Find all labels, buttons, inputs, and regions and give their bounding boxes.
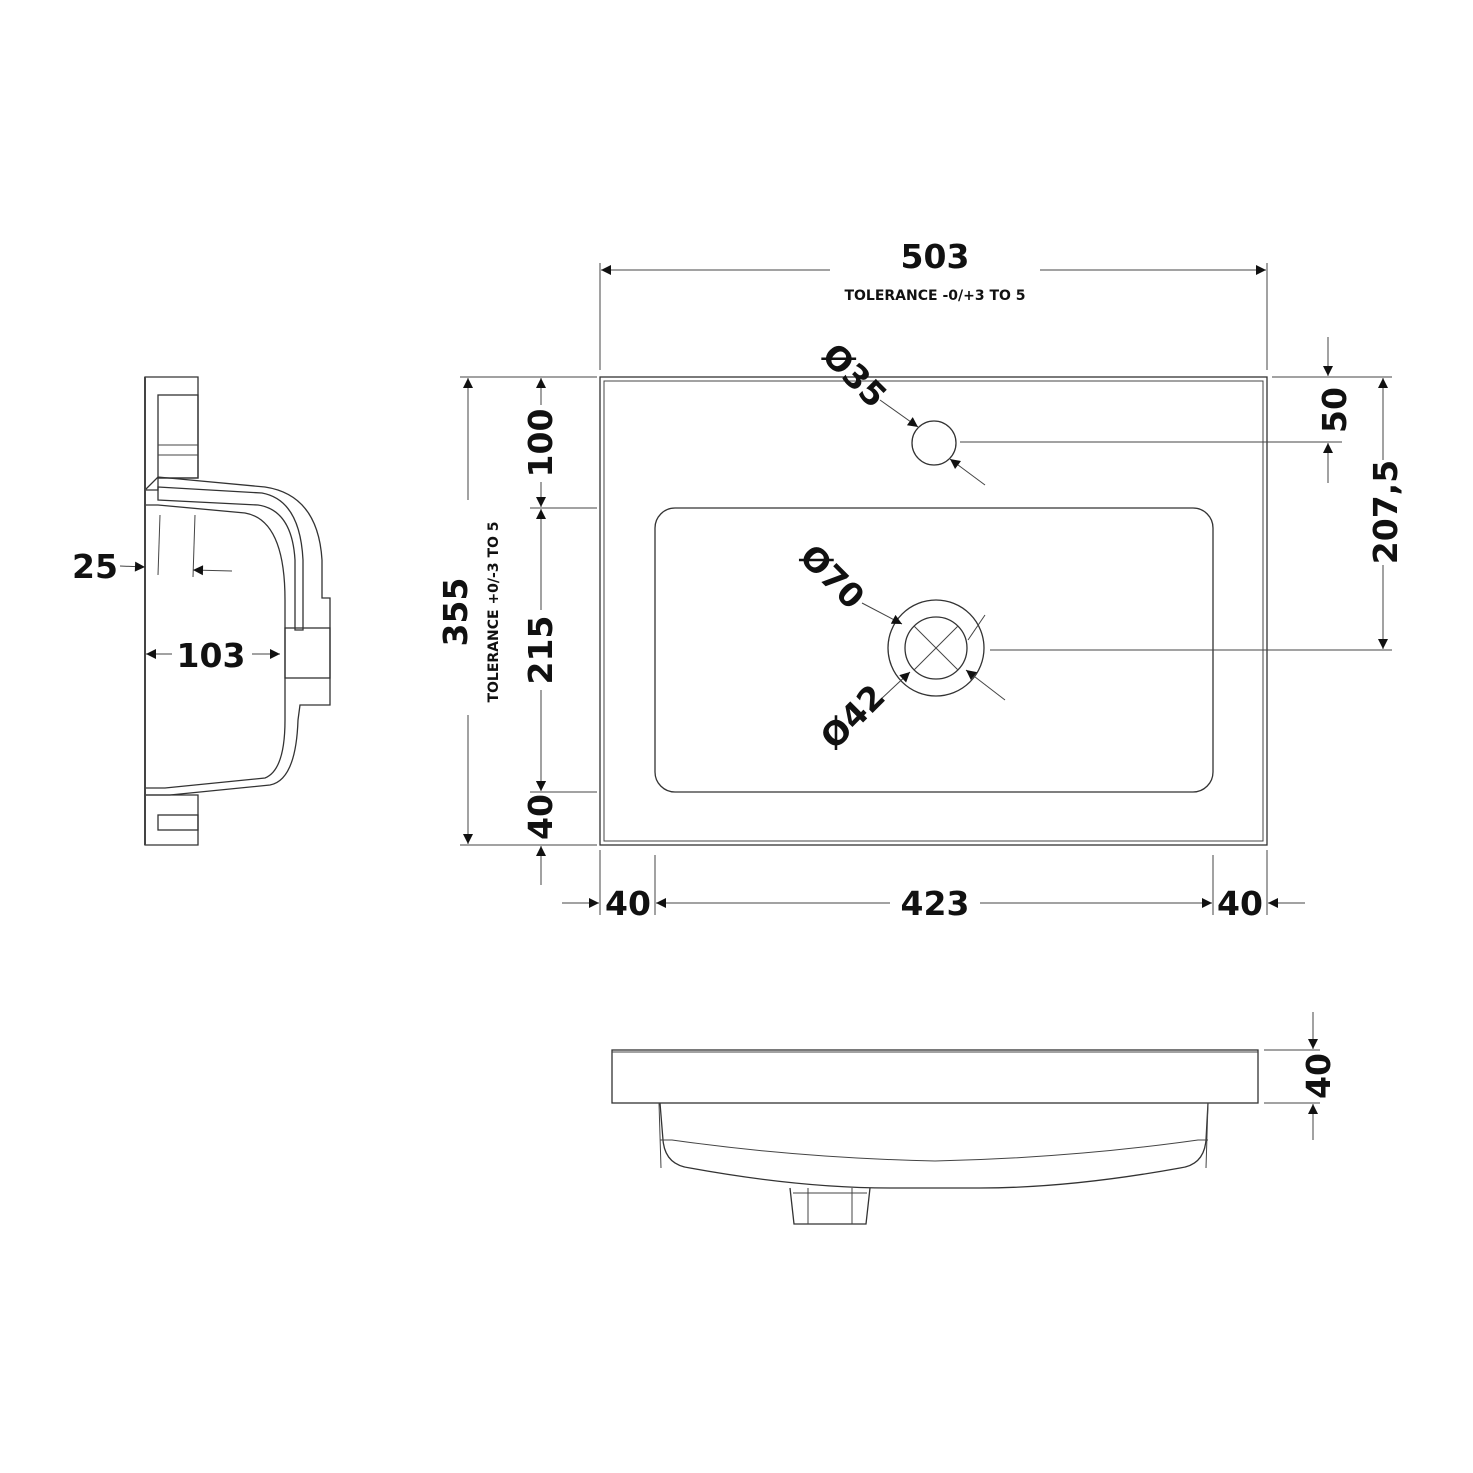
right-margin-dimension: 40 bbox=[1217, 884, 1263, 923]
basin-outline bbox=[599, 376, 1268, 846]
waste-outer bbox=[887, 599, 985, 697]
thickness-dimension: 40 bbox=[1299, 1053, 1338, 1099]
depth-dimension: 355 bbox=[436, 578, 475, 647]
waste-inner-diameter: Ø42 bbox=[813, 677, 893, 757]
waste-inner bbox=[904, 616, 968, 680]
depth-tolerance: TOLERANCE +0/-3 TO 5 bbox=[486, 521, 502, 702]
section-bowl-dimension: 103 bbox=[177, 636, 246, 675]
tap-hole bbox=[911, 420, 957, 466]
tap-hole-diameter: Ø35 bbox=[815, 335, 895, 415]
bowl-width-dimension: 423 bbox=[901, 884, 970, 923]
width-dimension: 503 bbox=[901, 237, 970, 276]
front-slab bbox=[611, 1049, 1259, 1104]
tap-hole-offset: 50 bbox=[1315, 387, 1354, 433]
width-tolerance: TOLERANCE -0/+3 TO 5 bbox=[844, 288, 1025, 304]
section-view: 25 103 bbox=[72, 376, 331, 846]
front-margin-dimension: 40 bbox=[521, 794, 560, 840]
top-view: 503 TOLERANCE -0/+3 TO 5 Ø35 Ø70 Ø42 50 … bbox=[436, 237, 1405, 923]
front-view: 40 bbox=[611, 1012, 1338, 1225]
waste-outer-diameter: Ø70 bbox=[792, 537, 872, 617]
back-margin-dimension: 100 bbox=[521, 409, 560, 478]
section-wall-dimension: 25 bbox=[72, 547, 118, 586]
waste-offset: 207,5 bbox=[1366, 460, 1405, 564]
left-margin-dimension: 40 bbox=[605, 884, 651, 923]
bowl-depth-dimension: 215 bbox=[521, 616, 560, 685]
